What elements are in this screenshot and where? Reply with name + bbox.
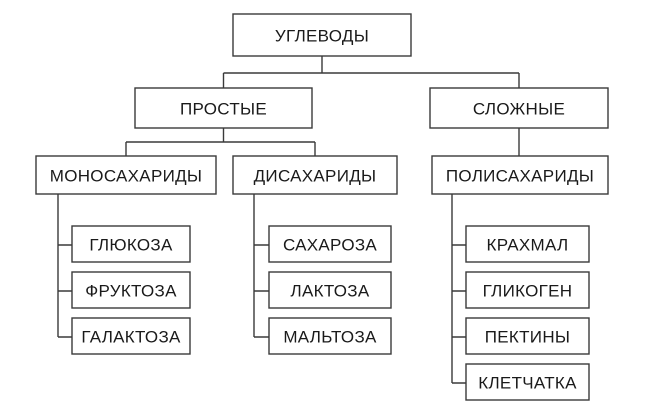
- item-label-galactose: ГАЛАКТОЗА: [81, 328, 181, 347]
- category-label-disaccharides: ДИСАХАРИДЫ: [254, 167, 377, 186]
- connector-polysaccharides-items: [451, 194, 466, 384]
- item-node-starch: КРАХМАЛ: [465, 225, 590, 263]
- item-label-lactose: ЛАКТОЗА: [291, 282, 370, 301]
- category-label-polysaccharides: ПОЛИСАХАРИДЫ: [446, 167, 594, 186]
- item-label-cellulose: КЛЕТЧАТКА: [478, 374, 577, 393]
- group-label-complex: СЛОЖНЫЕ: [473, 100, 565, 119]
- root-node: УГЛЕВОДЫ: [232, 13, 412, 57]
- item-node-glycogen: ГЛИКОГЕН: [465, 271, 590, 309]
- group-node-complex: СЛОЖНЫЕ: [429, 87, 609, 129]
- item-label-glycogen: ГЛИКОГЕН: [483, 282, 573, 301]
- item-label-sucrose: САХАРОЗА: [283, 236, 377, 255]
- item-node-fructose: ФРУКТОЗА: [71, 271, 191, 309]
- connector-lines: [57, 56, 520, 384]
- item-label-pectins: ПЕКТИНЫ: [485, 328, 571, 347]
- item-label-maltose: МАЛЬТОЗА: [283, 328, 377, 347]
- item-node-sucrose: САХАРОЗА: [268, 225, 392, 263]
- item-label-fructose: ФРУКТОЗА: [85, 282, 177, 301]
- group-label-simple: ПРОСТЫЕ: [180, 100, 267, 119]
- category-node-disaccharides: ДИСАХАРИДЫ: [232, 155, 398, 195]
- item-node-galactose: ГАЛАКТОЗА: [71, 317, 191, 355]
- category-label-monosaccharides: МОНОСАХАРИДЫ: [50, 167, 203, 186]
- item-node-glucose: ГЛЮКОЗА: [71, 225, 191, 263]
- connector-monosaccharides-items: [57, 194, 72, 338]
- item-label-starch: КРАХМАЛ: [487, 236, 569, 255]
- item-node-cellulose: КЛЕТЧАТКА: [465, 363, 590, 401]
- item-node-lactose: ЛАКТОЗА: [268, 271, 392, 309]
- root-label: УГЛЕВОДЫ: [275, 27, 369, 46]
- group-node-simple: ПРОСТЫЕ: [134, 87, 313, 129]
- item-label-glucose: ГЛЮКОЗА: [89, 236, 173, 255]
- connector-simple-to-categories: [125, 128, 316, 156]
- connector-root-to-groups: [222, 56, 520, 88]
- item-node-maltose: МАЛЬТОЗА: [268, 317, 392, 355]
- connector-disaccharides-items: [253, 194, 269, 338]
- category-node-monosaccharides: МОНОСАХАРИДЫ: [35, 155, 217, 195]
- category-node-polysaccharides: ПОЛИСАХАРИДЫ: [431, 155, 609, 195]
- item-node-pectins: ПЕКТИНЫ: [465, 317, 590, 355]
